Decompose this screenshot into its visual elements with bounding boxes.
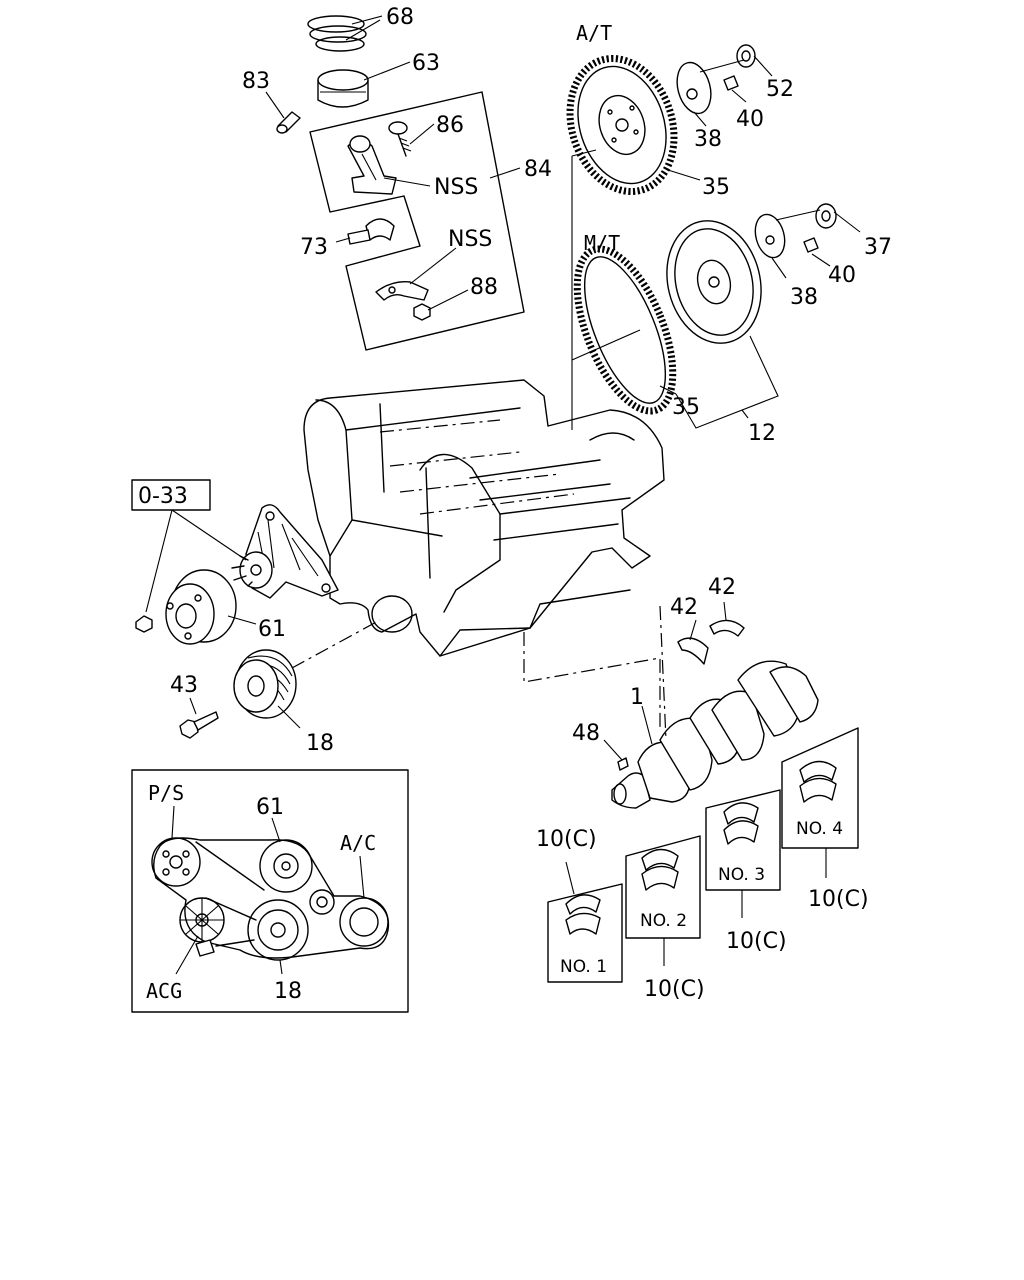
thrust-washer-b [709, 619, 745, 637]
con-rod-box [309, 91, 525, 351]
piston-ring-set [307, 15, 367, 52]
bolt-mt [803, 237, 819, 253]
leader-lines-pulleys [145, 509, 381, 729]
inset-label-ac: A/C [340, 831, 376, 855]
label-10c-3: 10(C) [726, 929, 787, 954]
label-38-at: 38 [694, 127, 722, 152]
label-73: 73 [300, 235, 328, 260]
label-42-b: 42 [708, 575, 736, 600]
water-pump-hub [231, 551, 273, 589]
connecting-rod [347, 135, 397, 195]
bearing-box-1 [547, 861, 623, 983]
crank-pulley-bolt [179, 711, 219, 739]
piston [317, 69, 369, 108]
label-40-at: 40 [736, 107, 764, 132]
rod-bolt [388, 121, 412, 157]
leader-lines-crank [523, 601, 727, 761]
label-no-1: NO. 1 [560, 957, 607, 977]
label-86: 86 [436, 113, 464, 138]
label-ref-0-33: 0-33 [138, 484, 188, 509]
leader-lines-flywheel [571, 55, 861, 430]
label-37: 37 [864, 235, 892, 260]
belt-routing-inset [131, 769, 409, 1013]
label-38-mt: 38 [790, 285, 818, 310]
inset-label-18: 18 [274, 979, 302, 1004]
pulley-bolt [135, 615, 153, 633]
label-63: 63 [412, 51, 440, 76]
label-nss-1: NSS [434, 175, 478, 200]
inset-label-acg: ACG [146, 979, 182, 1003]
gear-ring-mt [573, 245, 677, 415]
label-no-2: NO. 2 [640, 911, 687, 931]
label-18: 18 [306, 731, 334, 756]
piston-pin [276, 111, 301, 134]
label-83: 83 [242, 69, 270, 94]
plate-mt [754, 213, 786, 259]
label-43: 43 [170, 673, 198, 698]
label-1: 1 [630, 685, 644, 710]
thrust-washer-a [677, 637, 709, 665]
label-35-mt: 35 [672, 395, 700, 420]
flexplate-at [566, 55, 678, 195]
bearing-box-2 [625, 835, 701, 966]
bearing-box-4 [781, 727, 859, 878]
pilot-bearing-at [736, 44, 756, 68]
label-mt: M/T [584, 231, 620, 255]
label-35-at: 35 [702, 175, 730, 200]
label-at: A/T [576, 21, 612, 45]
label-no-4: NO. 4 [796, 819, 843, 839]
label-48: 48 [572, 721, 600, 746]
label-84: 84 [524, 157, 552, 182]
label-no-3: NO. 3 [718, 865, 765, 885]
label-40-mt: 40 [828, 263, 856, 288]
label-12: 12 [748, 421, 776, 446]
label-68: 68 [386, 5, 414, 30]
label-10c-4: 10(C) [808, 887, 869, 912]
inset-label-61: 61 [256, 795, 284, 820]
bolt-at [723, 75, 739, 91]
label-52: 52 [766, 77, 794, 102]
bearing-box-3 [705, 789, 781, 918]
pilot-bearing-mt [815, 203, 837, 229]
label-61: 61 [258, 617, 286, 642]
label-nss-2: NSS [448, 227, 492, 252]
label-10c-1: 10(C) [536, 827, 597, 852]
flywheel-mt [666, 220, 762, 344]
ref-box-0-33 [131, 479, 211, 511]
label-42-a: 42 [670, 595, 698, 620]
water-pump-pulley [165, 569, 237, 645]
rod-cap [375, 281, 429, 301]
label-10c-2: 10(C) [644, 977, 705, 1002]
rod-bearing [347, 218, 395, 245]
rod-nut [413, 303, 431, 321]
engine-block [303, 379, 665, 657]
plate-at [676, 61, 712, 115]
crank-pulley [233, 649, 297, 719]
inset-label-ps: P/S [148, 781, 184, 805]
crankshaft [611, 660, 819, 809]
label-88: 88 [470, 275, 498, 300]
leader-lines-top [265, 15, 521, 311]
